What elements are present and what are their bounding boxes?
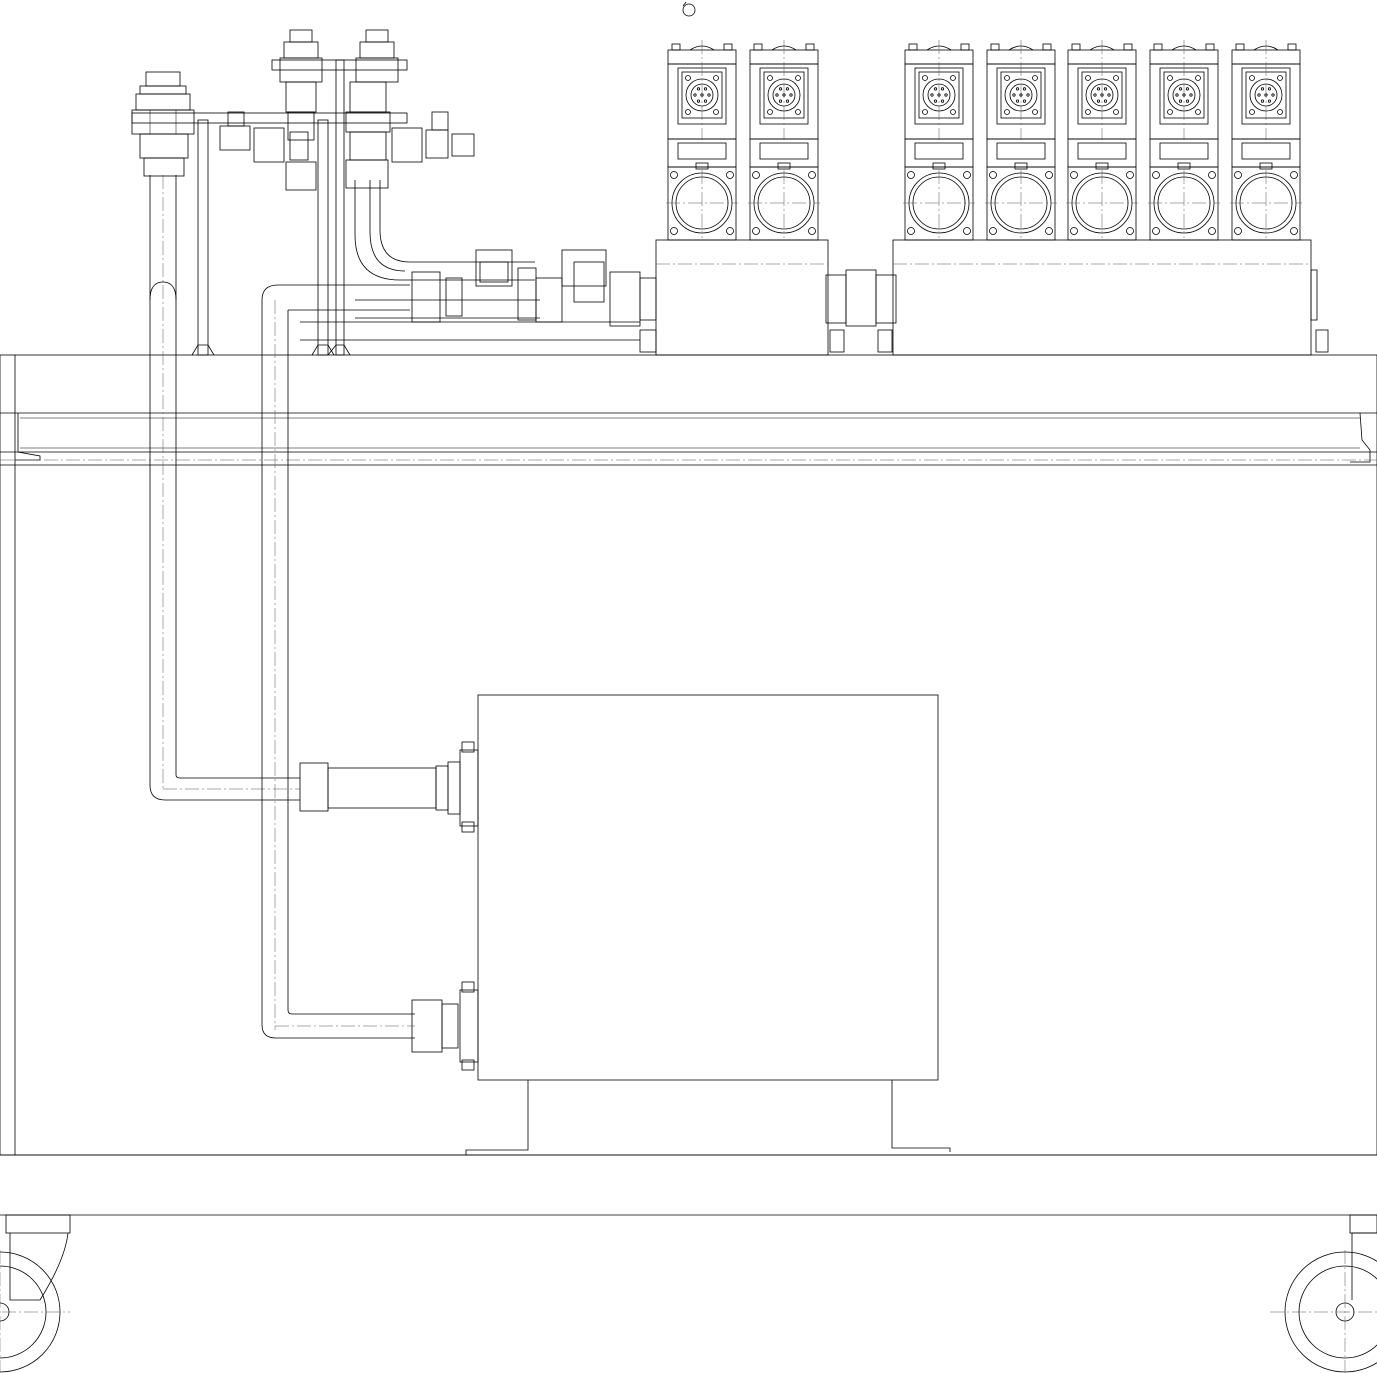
manifold-block-left xyxy=(655,239,829,356)
solenoid-valves xyxy=(666,40,1302,241)
solenoid-valve xyxy=(748,40,820,241)
solenoid-valve xyxy=(1066,40,1138,241)
upper-connecting-pipe xyxy=(300,180,640,341)
solenoid-valve xyxy=(1148,40,1220,241)
solenoid-valve xyxy=(666,40,738,241)
manifold-block-right xyxy=(892,239,1318,356)
pipe-left-outer xyxy=(149,175,300,801)
tank-lower-inlet xyxy=(411,981,479,1071)
cart-frame xyxy=(0,354,1377,1156)
tank-upper-inlet xyxy=(299,741,479,833)
pipe-left-inner xyxy=(261,284,415,1039)
tank xyxy=(465,694,951,1155)
caster-right xyxy=(1270,1214,1377,1373)
solenoid-valve xyxy=(903,40,975,241)
middle-fittings-row xyxy=(411,249,1329,353)
solenoid-valve xyxy=(1230,40,1302,241)
revision-mark-icon xyxy=(682,1,696,17)
caster-left xyxy=(0,1214,71,1373)
base-rail xyxy=(0,1154,1377,1216)
top-left-fittings xyxy=(131,29,475,356)
solenoid-valve xyxy=(985,40,1057,241)
